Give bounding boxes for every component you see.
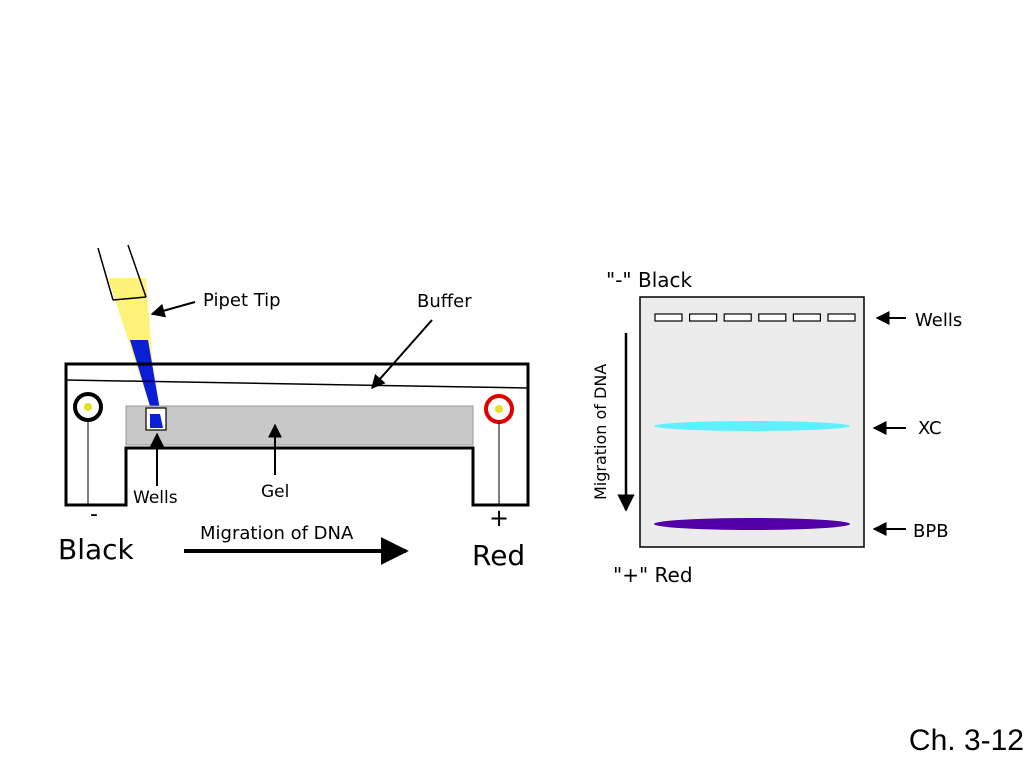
pipet-tip-label: Pipet Tip <box>203 290 281 311</box>
bpb-label: BPB <box>913 521 949 542</box>
buffer-label: Buffer <box>417 291 472 312</box>
plus-sign: + <box>489 504 509 532</box>
minus-sign: - <box>90 502 98 527</box>
gel-slab <box>125 405 474 446</box>
gel-well-6 <box>827 313 856 322</box>
black-electrode-core <box>84 403 92 411</box>
migration-label-vertical: Migration of DNA <box>591 364 610 500</box>
migration-label: Migration of DNA <box>200 523 354 544</box>
gel-tank <box>64 362 530 507</box>
gel-box-diagram: Pipet Tip Buffer Wells Gel - + Black Red… <box>58 244 530 572</box>
bpb-band <box>654 518 850 530</box>
pipet-tip-arrow <box>150 301 196 318</box>
top-label: "-" Black <box>606 268 693 292</box>
buffer-arrow <box>371 319 433 390</box>
gel-well-1 <box>654 313 683 322</box>
wells-label-right: Wells <box>915 310 962 331</box>
slide-number: Ch. 3-12 <box>908 724 1024 757</box>
red-electrode-core <box>495 405 503 413</box>
xc-label: XC <box>918 418 942 439</box>
wells-label: Wells <box>133 488 178 508</box>
buffer-surface <box>65 379 529 389</box>
gel-well-2 <box>688 313 718 322</box>
pipet-outline-left <box>97 247 114 301</box>
wells-row <box>654 313 856 322</box>
gel-well-4 <box>758 313 787 322</box>
red-label: Red <box>472 539 525 572</box>
gel-well-5 <box>792 313 822 322</box>
pipet-outline-right <box>127 244 147 298</box>
pipet-outline-bottom <box>112 296 147 301</box>
black-label: Black <box>58 533 135 566</box>
xc-band <box>654 421 850 431</box>
gel-label: Gel <box>261 482 289 502</box>
bottom-label: "+" Red <box>613 563 693 587</box>
gel-well-3 <box>723 313 752 322</box>
gel-result-diagram: Migration of DNA "-" Black "+" Red Wells… <box>591 268 962 587</box>
well-sample <box>150 414 163 428</box>
